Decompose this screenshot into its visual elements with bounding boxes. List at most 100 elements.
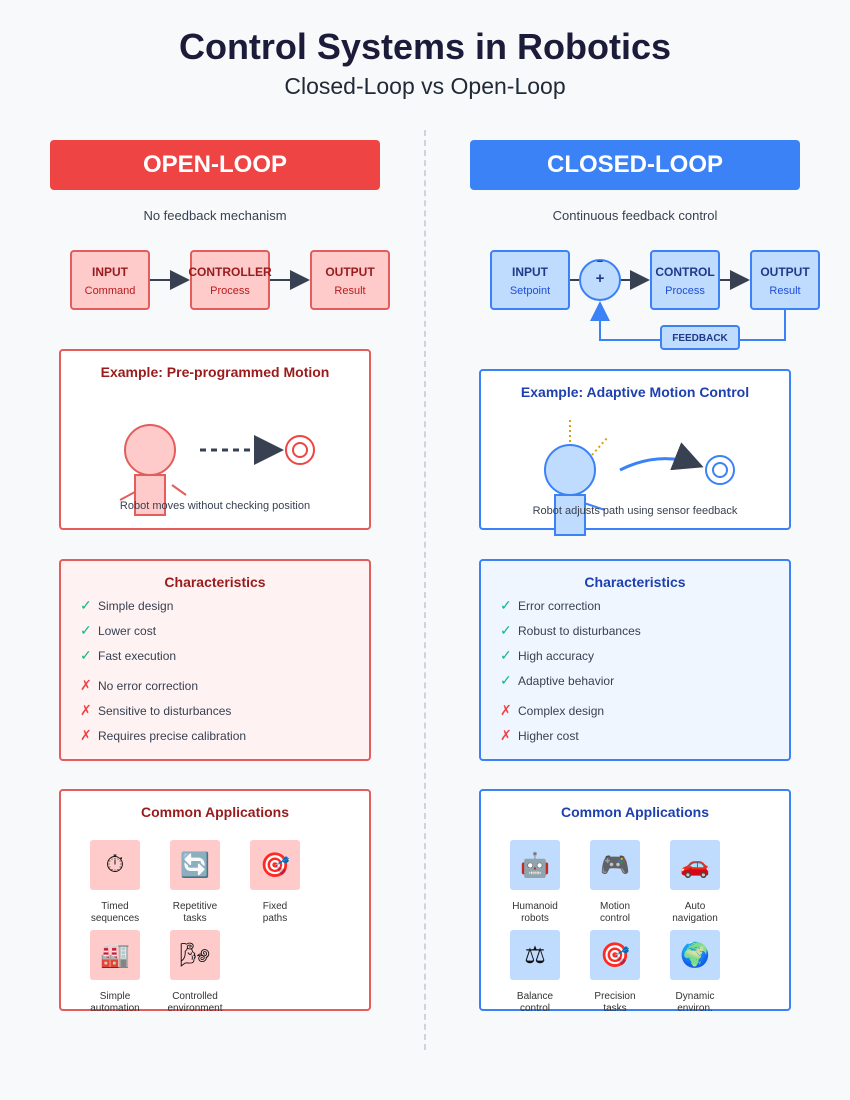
robot-head: [544, 444, 596, 496]
applications-title: Common Applications: [560, 804, 710, 820]
globe-icon: 🌍: [670, 930, 720, 980]
adaptive-path-arrow: [619, 442, 704, 472]
repeat-icon: 🔄: [170, 840, 220, 890]
pro-label: Simple design: [98, 599, 174, 613]
pro-label: Robust to disturbances: [518, 624, 641, 638]
example-title: Example: Adaptive Motion Control: [520, 384, 750, 400]
pro-label: Adaptive behavior: [518, 674, 615, 688]
target-inner: [712, 462, 728, 478]
characteristics-title: Characteristics: [164, 574, 266, 590]
block-title: CONTROLLER: [188, 265, 272, 279]
closed-input-block: INPUT Setpoint: [490, 250, 570, 310]
block-title: OUTPUT: [760, 265, 810, 279]
wind-icon: 🌬: [170, 930, 220, 980]
example-caption: Robot moves without checking position: [119, 500, 311, 512]
con-label: No error correction: [98, 679, 199, 693]
applications-title: Common Applications: [140, 804, 290, 820]
cross-icon: ✗: [80, 727, 92, 743]
check-icon: ✓: [500, 647, 512, 663]
block-subtitle: Process: [665, 285, 705, 297]
closed-example-illustration: [544, 420, 735, 536]
example-title: Example: Pre-programmed Motion: [100, 364, 330, 380]
open-example-panel: Example: Pre-programmed Motion: [59, 349, 371, 530]
summing-junction: [579, 259, 621, 301]
pro-item: ✓ Error correction: [500, 597, 601, 614]
check-icon: ✓: [80, 597, 92, 613]
cross-icon: ✗: [500, 702, 512, 718]
cross-icon: ✗: [80, 677, 92, 693]
open-loop-description: No feedback mechanism: [143, 208, 287, 223]
target-icon: 🎯: [250, 840, 300, 890]
closed-output-block: OUTPUT Result: [750, 250, 820, 310]
pro-item: ✓ Simple design: [80, 597, 173, 614]
factory-icon: 🏭: [90, 930, 140, 980]
pro-label: High accuracy: [518, 649, 595, 663]
con-label: Higher cost: [518, 729, 579, 743]
page-subtitle: Closed-Loop vs Open-Loop: [284, 73, 566, 99]
car-icon: 🚗: [670, 840, 720, 890]
con-label: Requires precise calibration: [98, 729, 247, 743]
feedback-block: FEEDBACK: [660, 325, 740, 350]
open-loop-flow-arrows: [150, 270, 310, 290]
stopwatch-icon: ⏱: [90, 840, 140, 890]
robot-body: [554, 494, 586, 536]
pro-item: ✓ Adaptive behavior: [500, 672, 614, 689]
open-characteristics-panel: Characteristics: [59, 559, 371, 761]
summing-plus-sign: +: [595, 270, 605, 287]
con-item: ✗ Requires precise calibration: [80, 727, 246, 744]
block-title: INPUT: [512, 265, 548, 279]
check-icon: ✓: [500, 622, 512, 638]
robot-icon: 🤖: [510, 840, 560, 890]
block-subtitle: Command: [84, 285, 136, 297]
open-output-block: OUTPUT Result: [310, 250, 390, 310]
pro-item: ✓ Fast execution: [80, 647, 176, 664]
cross-icon: ✗: [80, 702, 92, 718]
block-subtitle: Result: [334, 285, 366, 297]
open-controller-block: CONTROLLER Process: [188, 250, 272, 310]
pro-item: ✓ Robust to disturbances: [500, 622, 641, 639]
target-inner: [292, 442, 308, 458]
block-subtitle: Setpoint: [509, 285, 551, 297]
con-item: ✗Sensitive to disturbances: [80, 702, 231, 719]
con-item: ✗ Higher cost: [500, 727, 579, 744]
cross-icon: ✗: [500, 727, 512, 743]
pro-label: Fast execution: [98, 649, 177, 663]
block-title: CONTROL: [655, 265, 715, 279]
con-item: ✗ No error correction: [80, 677, 198, 694]
target-icon: 🎯: [590, 930, 640, 980]
page-title: Control Systems in Robotics: [178, 26, 672, 67]
closed-loop-banner: CLOSED-LOOP: [470, 140, 800, 190]
summing-minus-sign: −: [596, 256, 604, 268]
block-title: INPUT: [92, 265, 128, 279]
check-icon: ✓: [500, 672, 512, 688]
block-subtitle: Process: [210, 285, 250, 297]
pro-label: Lower cost: [98, 624, 157, 638]
pro-item: ✓ High accuracy: [500, 647, 594, 664]
closed-loop-description: Continuous feedback control: [552, 208, 718, 223]
block-title: OUTPUT: [325, 265, 375, 279]
robot-arm-right: [171, 484, 187, 496]
con-item: ✗Complex design: [500, 702, 604, 719]
closed-characteristics-panel: Characteristics: [479, 559, 791, 761]
characteristics-title: Characteristics: [584, 574, 686, 590]
robot-head: [124, 424, 176, 476]
check-icon: ✓: [80, 647, 92, 663]
example-caption: Robot adjusts path using sensor feedback: [532, 505, 738, 517]
pro-label: Error correction: [518, 599, 601, 613]
gamepad-icon: 🎮: [590, 840, 640, 890]
balance-icon: ⚖: [510, 930, 560, 980]
block-subtitle: Result: [769, 285, 801, 297]
open-example-illustration: [119, 424, 315, 516]
sensor-ray: [591, 436, 609, 456]
check-icon: ✓: [500, 597, 512, 613]
